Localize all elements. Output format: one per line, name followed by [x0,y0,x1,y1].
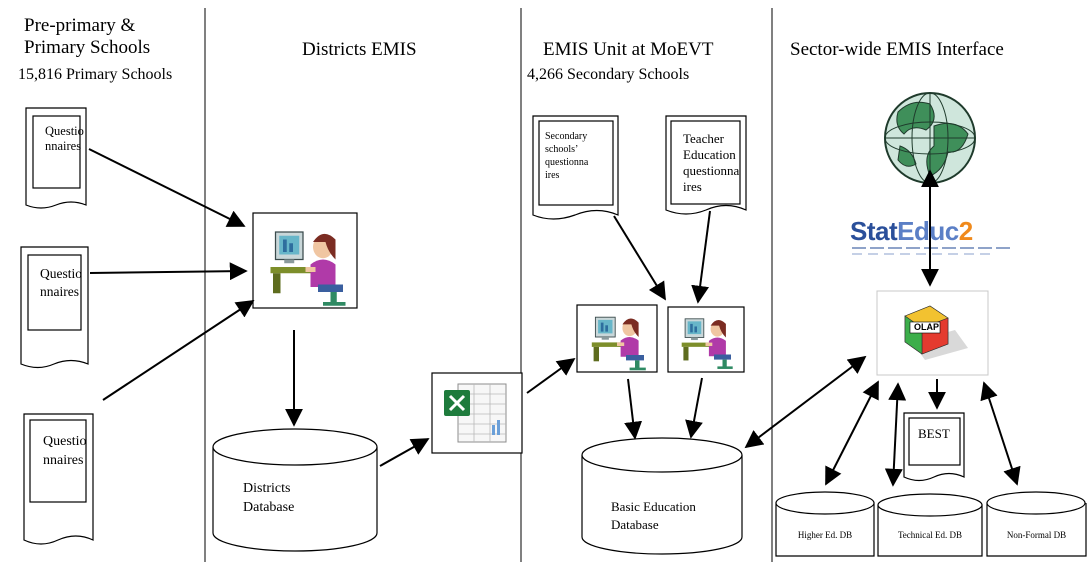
questionnaire-doc-2 [20,246,89,369]
flow-arrow [744,355,867,449]
olap-cube-icon [876,290,989,376]
higher-ed-database [775,491,875,557]
questionnaire-doc-3 [23,413,94,545]
flow-arrow [88,148,246,227]
primary-schools-count: 15,816 Primary Schools [18,66,173,83]
stateduc-logo-two: 2 [958,216,973,246]
excel-spreadsheet-icon [431,372,523,454]
higher-ed-database-label: Higher Ed. DB [797,530,853,540]
non-formal-database [986,491,1087,557]
flow-arrow [685,377,703,439]
computer-user-icon [576,304,658,373]
column-title-primary-line2: Primary Schools [24,37,151,58]
technical-ed-database-label: Technical Ed. DB [897,530,963,540]
flow-arrow [526,357,576,394]
computer-user-icon [667,306,745,373]
best-label: BEST [918,426,950,441]
olap-label: OLAP [914,322,940,332]
stateduc-logo: StatEduc2 [850,216,973,247]
globe-icon [884,92,976,184]
non-formal-database-label: Non-Formal DB [1006,530,1067,540]
teacher-questionnaire-label: Teacher Education questionna ires [683,131,740,194]
districts-database-label: Districts Database [243,481,295,515]
best-report-doc [903,412,965,482]
flow-arrow [379,438,430,467]
teacher-questionnaire-doc [665,115,747,215]
stateduc-logo-stat: Stat [850,216,898,246]
flow-arrow [102,300,255,401]
column-title-primary: Pre-primary & Primary Schools [24,15,150,59]
flow-arrow [980,381,1021,486]
basic-education-database-label: Basic Education Database [611,499,696,532]
flow-arrow [691,210,711,304]
flow-arrow [624,378,643,440]
basic-education-database [581,437,743,555]
secondary-questionnaire-label: Secondary schools’ questionna ires [545,131,589,181]
stateduc-logo-educ: Educ [897,216,959,246]
flow-arrow [89,262,248,281]
column-title-emis-unit: EMIS Unit at MoEVT [543,39,714,60]
questionnaire-label-3: Questio nnaires [43,434,87,468]
column-title-primary-line1: Pre-primary & [24,15,136,36]
flow-arrow [884,382,907,487]
secondary-schools-count: 4,266 Secondary Schools [527,66,690,83]
questionnaire-label-1: Questio nnaires [45,124,84,153]
secondary-questionnaire-doc [532,115,619,220]
questionnaire-doc-1 [25,107,87,209]
flow-arrow [825,380,879,486]
computer-user-icon [252,212,358,309]
flow-arrow [613,215,666,301]
districts-database [212,428,378,552]
column-title-districts: Districts EMIS [302,39,417,60]
questionnaire-label-2: Questio nnaires [40,266,82,299]
column-title-sector-wide: Sector-wide EMIS Interface [790,39,1004,60]
technical-ed-database [877,493,983,557]
